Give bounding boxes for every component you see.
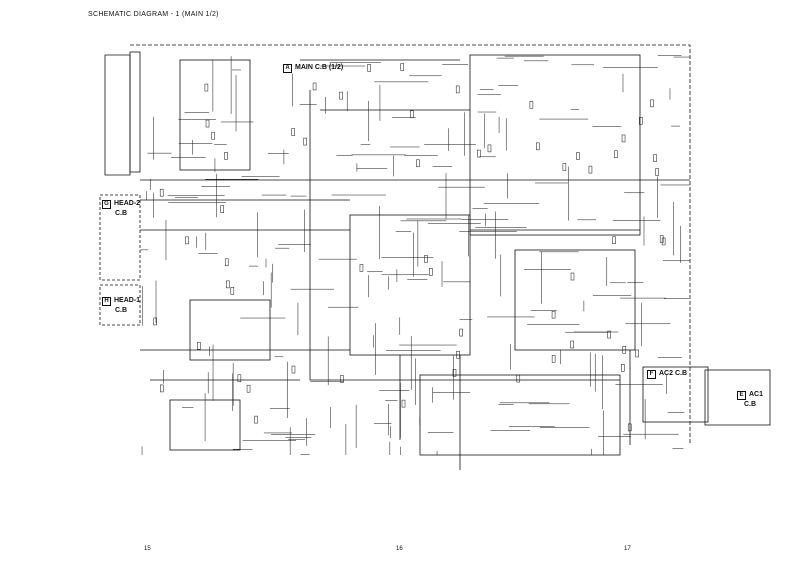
component — [570, 340, 574, 349]
component — [205, 119, 210, 128]
bottom-section — [419, 374, 621, 456]
component — [655, 168, 659, 176]
component — [401, 399, 406, 408]
board-tag: E — [737, 391, 746, 400]
ac2-board — [642, 366, 709, 423]
component — [224, 152, 228, 160]
component — [400, 63, 404, 71]
component — [291, 365, 296, 374]
component — [254, 415, 258, 424]
component — [160, 384, 164, 393]
component — [551, 310, 556, 319]
board-name: HEAD-1 — [114, 297, 141, 304]
component — [339, 91, 343, 100]
wire-bus — [140, 59, 690, 470]
component — [576, 152, 580, 160]
board-name: MAIN C.B (1/2) — [295, 64, 344, 71]
component — [516, 374, 521, 383]
component — [477, 149, 481, 158]
ac1-board — [704, 369, 771, 426]
board-tag: H — [102, 297, 111, 306]
board-tag: A — [283, 64, 292, 73]
board-tag: F — [647, 370, 656, 379]
board-name: HEAD-2 — [114, 200, 141, 207]
component — [452, 369, 457, 377]
component — [621, 134, 626, 143]
component — [456, 350, 460, 359]
board-tag: G — [102, 200, 111, 209]
board-sub: C.B — [743, 401, 757, 408]
component — [627, 423, 632, 432]
component — [455, 85, 460, 94]
component — [614, 150, 618, 158]
board-name: AC1 — [749, 391, 764, 398]
component — [653, 154, 657, 162]
component — [204, 83, 209, 92]
component — [459, 328, 463, 337]
ic-main-microcontroller — [349, 214, 471, 356]
board-name: AC2 C.B — [659, 370, 688, 377]
component — [612, 236, 616, 244]
head2-board — [99, 194, 141, 281]
component — [211, 131, 215, 140]
main-board-border — [130, 44, 691, 445]
diagram-title: SCHEMATIC DIAGRAM - 1 (MAIN 1/2) — [88, 11, 219, 18]
component — [529, 100, 534, 109]
component — [291, 128, 295, 136]
component — [607, 330, 611, 339]
component — [588, 165, 593, 174]
component — [536, 142, 540, 151]
board-sub: C.B — [115, 210, 128, 217]
component — [622, 345, 627, 354]
component — [220, 205, 224, 213]
component — [224, 258, 229, 267]
component — [230, 287, 235, 295]
page-number: 17 — [624, 546, 631, 552]
component — [659, 235, 664, 243]
component — [416, 159, 420, 168]
component — [551, 355, 556, 363]
component — [197, 341, 201, 350]
component — [621, 364, 625, 372]
component — [237, 374, 242, 383]
component — [359, 264, 364, 272]
component — [340, 375, 344, 383]
component — [410, 110, 414, 119]
component — [487, 144, 492, 153]
ic-left-mid — [189, 299, 271, 361]
head1-board — [99, 284, 141, 326]
right-section — [514, 249, 636, 351]
amp-section — [469, 54, 641, 236]
component — [635, 349, 639, 358]
component — [226, 280, 230, 289]
component — [159, 188, 164, 197]
component — [185, 236, 189, 245]
connector-cn601 — [129, 51, 141, 173]
page-number: 16 — [396, 546, 403, 552]
left-connector-border — [104, 54, 131, 176]
component — [562, 163, 567, 171]
component — [153, 317, 157, 326]
ic-upper-left — [179, 59, 251, 171]
component — [367, 64, 371, 72]
component — [424, 255, 428, 263]
component — [246, 384, 251, 393]
component — [650, 99, 654, 108]
page-number: 15 — [144, 546, 151, 552]
component — [312, 82, 317, 91]
component — [639, 117, 643, 125]
board-sub: C.B — [115, 307, 128, 314]
component — [661, 237, 666, 246]
component — [429, 268, 433, 276]
component — [570, 272, 575, 281]
component — [303, 137, 307, 146]
